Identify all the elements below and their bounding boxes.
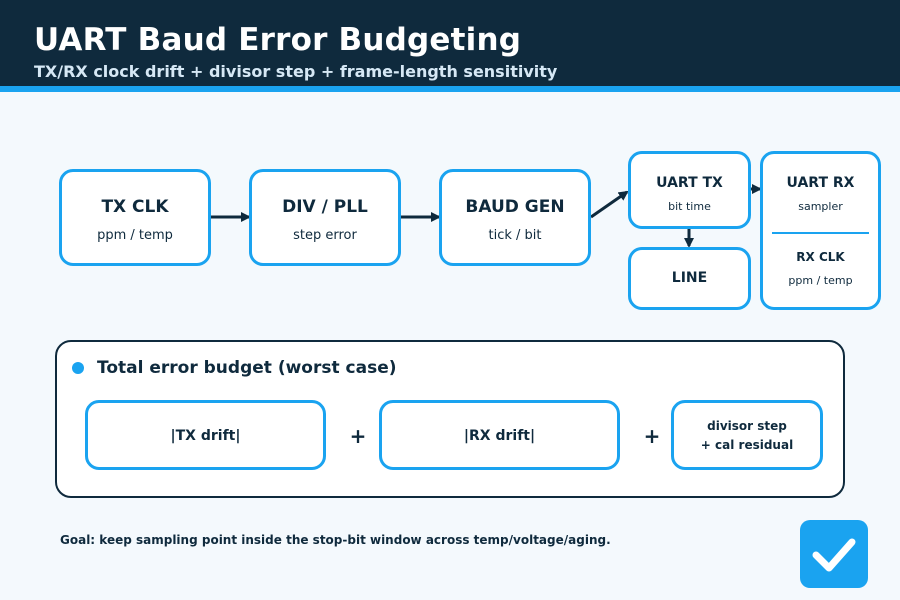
checkmark-icon [800, 520, 868, 588]
budget-title: Total error budget (worst case) [97, 358, 397, 378]
node-uart-tx: UART TX bit time [628, 151, 751, 229]
node-rx-clk-label: RX CLK [796, 250, 845, 264]
node-div-pll-sub: step error [293, 228, 357, 243]
node-tx-clk-label: TX CLK [101, 197, 169, 217]
node-uart-rx-sub: sampler [798, 200, 843, 213]
plus-sign-1: + [349, 424, 367, 448]
node-uart-tx-sub: bit time [668, 200, 711, 213]
term-rx-drift: |RX drift| [379, 400, 620, 470]
node-uart-tx-label: UART TX [656, 175, 723, 191]
arrow-baud-to-uarttx [590, 190, 629, 219]
term-divisor-line1: divisor step [707, 419, 787, 433]
node-baud-gen-sub: tick / bit [488, 228, 542, 243]
node-tx-clk-sub: ppm / temp [97, 228, 173, 243]
node-uart-rx: UART RX sampler RX CLK ppm / temp [760, 151, 881, 310]
page-subtitle: TX/RX clock drift + divisor step + frame… [34, 62, 558, 81]
node-line: LINE [628, 247, 751, 310]
header-accent-stripe [0, 86, 900, 92]
term-rx-drift-label: |RX drift| [463, 428, 536, 444]
node-tx-clk: TX CLK ppm / temp [59, 169, 211, 266]
term-divisor-line2: + cal residual [700, 438, 794, 452]
node-rx-clk-sub: ppm / temp [788, 274, 853, 287]
node-uart-rx-label: UART RX [786, 175, 855, 191]
checkmark-glyph [812, 538, 856, 572]
node-uart-rx-divider [772, 232, 869, 234]
node-div-pll: DIV / PLL step error [249, 169, 401, 266]
plus-sign-2: + [643, 424, 661, 448]
term-tx-drift: |TX drift| [85, 400, 326, 470]
node-div-pll-label: DIV / PLL [282, 197, 368, 217]
node-line-label: LINE [671, 270, 708, 286]
header-bar [0, 0, 900, 86]
goal-note: Goal: keep sampling point inside the sto… [60, 533, 611, 547]
node-baud-gen: BAUD GEN tick / bit [439, 169, 591, 266]
node-baud-gen-label: BAUD GEN [465, 197, 565, 217]
bullet-dot-icon [72, 362, 84, 374]
term-divisor: divisor step + cal residual [671, 400, 823, 470]
term-tx-drift-label: |TX drift| [170, 428, 241, 444]
page-title: UART Baud Error Budgeting [34, 22, 522, 58]
